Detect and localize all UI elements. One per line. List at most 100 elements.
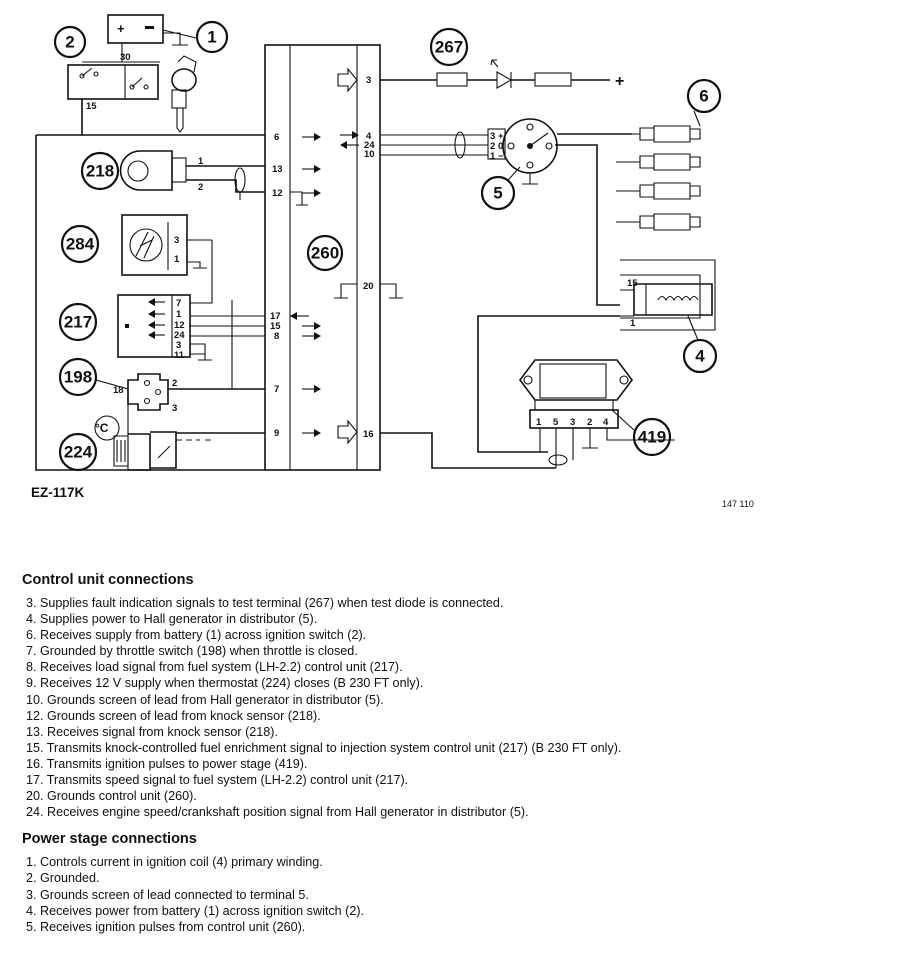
spark-plug [616, 182, 701, 200]
spark-plugs: 6 [616, 78, 722, 231]
label-bubble-4 [682, 338, 718, 374]
label-5: 5 [493, 184, 502, 203]
connection-item: 12. Grounds screen of lead from knock se… [26, 708, 321, 723]
key-icon [171, 68, 197, 92]
label-217: 217 [64, 313, 92, 332]
s198-pin-2: 2 [172, 378, 177, 389]
coil-pin-1: 1 [630, 318, 636, 329]
cu-arrows [290, 67, 359, 445]
cu-pin-10: 10 [364, 149, 375, 160]
cu-pin-9: 9 [274, 428, 279, 439]
dist-sign-zero: 0 [498, 141, 503, 152]
cu-pin-6: 6 [274, 132, 279, 143]
u217-pin-11: 11 [174, 350, 185, 361]
u217-pin-1: 1 [176, 309, 182, 320]
u217-pin-7: 7 [176, 298, 181, 309]
s284-pin-3: 3 [174, 235, 179, 246]
label-bubble-6 [686, 78, 722, 114]
label-bubble-419 [632, 417, 672, 457]
switch-terminal-15: 15 [86, 101, 97, 112]
cu-pin-4: 4 [366, 131, 372, 142]
cu-pin-20: 20 [363, 281, 374, 292]
connection-item: 6. Receives supply from battery (1) acro… [26, 628, 367, 643]
connection-item: 16. Transmits ignition pulses to power s… [26, 756, 308, 771]
knock-pin-2: 2 [198, 182, 203, 193]
ps-pin-4: 4 [603, 417, 609, 428]
ps-pin-2: 2 [587, 417, 592, 428]
test-plus: + [615, 73, 624, 90]
dist-pin-2: 2 [490, 141, 495, 152]
spark-plug [616, 153, 701, 171]
cu-pin-24: 24 [364, 140, 375, 151]
cu-pin-17: 17 [270, 311, 281, 322]
label-198: 198 [64, 368, 92, 387]
label-bubble-2 [53, 25, 87, 59]
label-260: 260 [311, 244, 339, 263]
connection-item: 24. Receives engine speed/crankshaft pos… [26, 805, 529, 820]
dist-sign-plus: + [498, 131, 504, 142]
distributor: 3 2 1 + 0 − 5 [380, 118, 632, 306]
thermostat-224: 224 °C [58, 415, 265, 472]
temp-symbol: °C [95, 421, 109, 435]
label-419: 419 [638, 428, 666, 447]
connection-item: 5. Receives ignition pulses from control… [26, 919, 306, 934]
connection-item: 13. Receives signal from knock sensor (2… [26, 724, 278, 739]
connections-text: Control unit connections 3. Supplies fau… [20, 572, 890, 935]
ps-pin-1: 1 [536, 417, 542, 428]
label-bubble-1 [195, 20, 229, 54]
connection-item: 10. Grounds screen of lead from Hall gen… [26, 692, 384, 707]
label-bubble-198 [58, 357, 98, 397]
switch-terminal-30: 30 [120, 52, 131, 63]
label-bubble-284 [60, 224, 100, 264]
u217-pin-12: 12 [174, 320, 185, 331]
s198-pin-3: 3 [172, 403, 177, 414]
ignition-coil: 15 1 4 [477, 259, 718, 453]
throttle-switch-198: 198 18 2 3 [58, 300, 265, 470]
connection-item: 4. Supplies power to Hall generator in d… [26, 612, 318, 627]
control-unit-connections-heading: Control unit connections [22, 572, 194, 588]
connection-item: 9. Receives 12 V supply when thermostat … [26, 676, 424, 691]
connection-item: 20. Grounds control unit (260). [26, 789, 197, 804]
power-stage-419: 1 5 3 2 4 419 [380, 359, 672, 469]
label-267: 267 [435, 38, 463, 57]
label-bubble-5 [480, 175, 516, 211]
battery: + 1 [107, 14, 229, 54]
cu-pin-15: 15 [270, 321, 281, 332]
knock-sensor: 218 1 2 [80, 150, 308, 206]
dist-pin-1: 1 [490, 151, 496, 162]
dist-pin-3: 3 [490, 131, 495, 142]
diagram-code: EZ-117K [31, 485, 85, 500]
knock-pin-1: 1 [198, 156, 204, 167]
spark-plug [632, 125, 701, 143]
cu-pin-16: 16 [363, 429, 374, 440]
cu-pin-8: 8 [274, 331, 279, 342]
connection-item: 4. Receives power from battery (1) acros… [26, 903, 365, 918]
label-218: 218 [86, 162, 114, 181]
connection-item: 7. Grounded by throttle switch (198) whe… [26, 644, 358, 659]
ps-pin-3: 3 [570, 417, 575, 428]
test-terminal-267: + 267 [380, 27, 624, 90]
dist-sign-minus: − [498, 151, 504, 162]
label-2: 2 [65, 33, 74, 52]
label-224: 224 [64, 443, 93, 462]
u217-pin-24: 24 [174, 330, 185, 341]
label-1: 1 [207, 28, 216, 47]
cu-pin-7: 7 [274, 384, 279, 395]
label-bubble-218 [80, 151, 120, 191]
connection-item: 2. Grounded. [26, 871, 100, 886]
battery-plus: + [117, 21, 125, 36]
cu-pin-13: 13 [272, 164, 283, 175]
component-284: 284 3 1 [60, 214, 207, 276]
power-stage-connections-list: 1. Controls current in ignition coil (4)… [20, 854, 890, 934]
s284-pin-1: 1 [174, 254, 180, 265]
label-284: 284 [66, 235, 95, 254]
cu-pin-3: 3 [366, 75, 371, 86]
u217-pin-3: 3 [176, 340, 181, 351]
connection-item: 3. Grounds screen of lead connected to t… [26, 887, 309, 902]
cu-pin-12: 12 [272, 188, 283, 199]
control-unit-260: 260 [264, 44, 403, 471]
connection-item: 3. Supplies fault indication signals to … [26, 596, 504, 610]
label-bubble-267 [429, 27, 469, 67]
connection-item: 1. Controls current in ignition coil (4)… [26, 855, 323, 870]
ps-pin-5: 5 [553, 417, 559, 428]
